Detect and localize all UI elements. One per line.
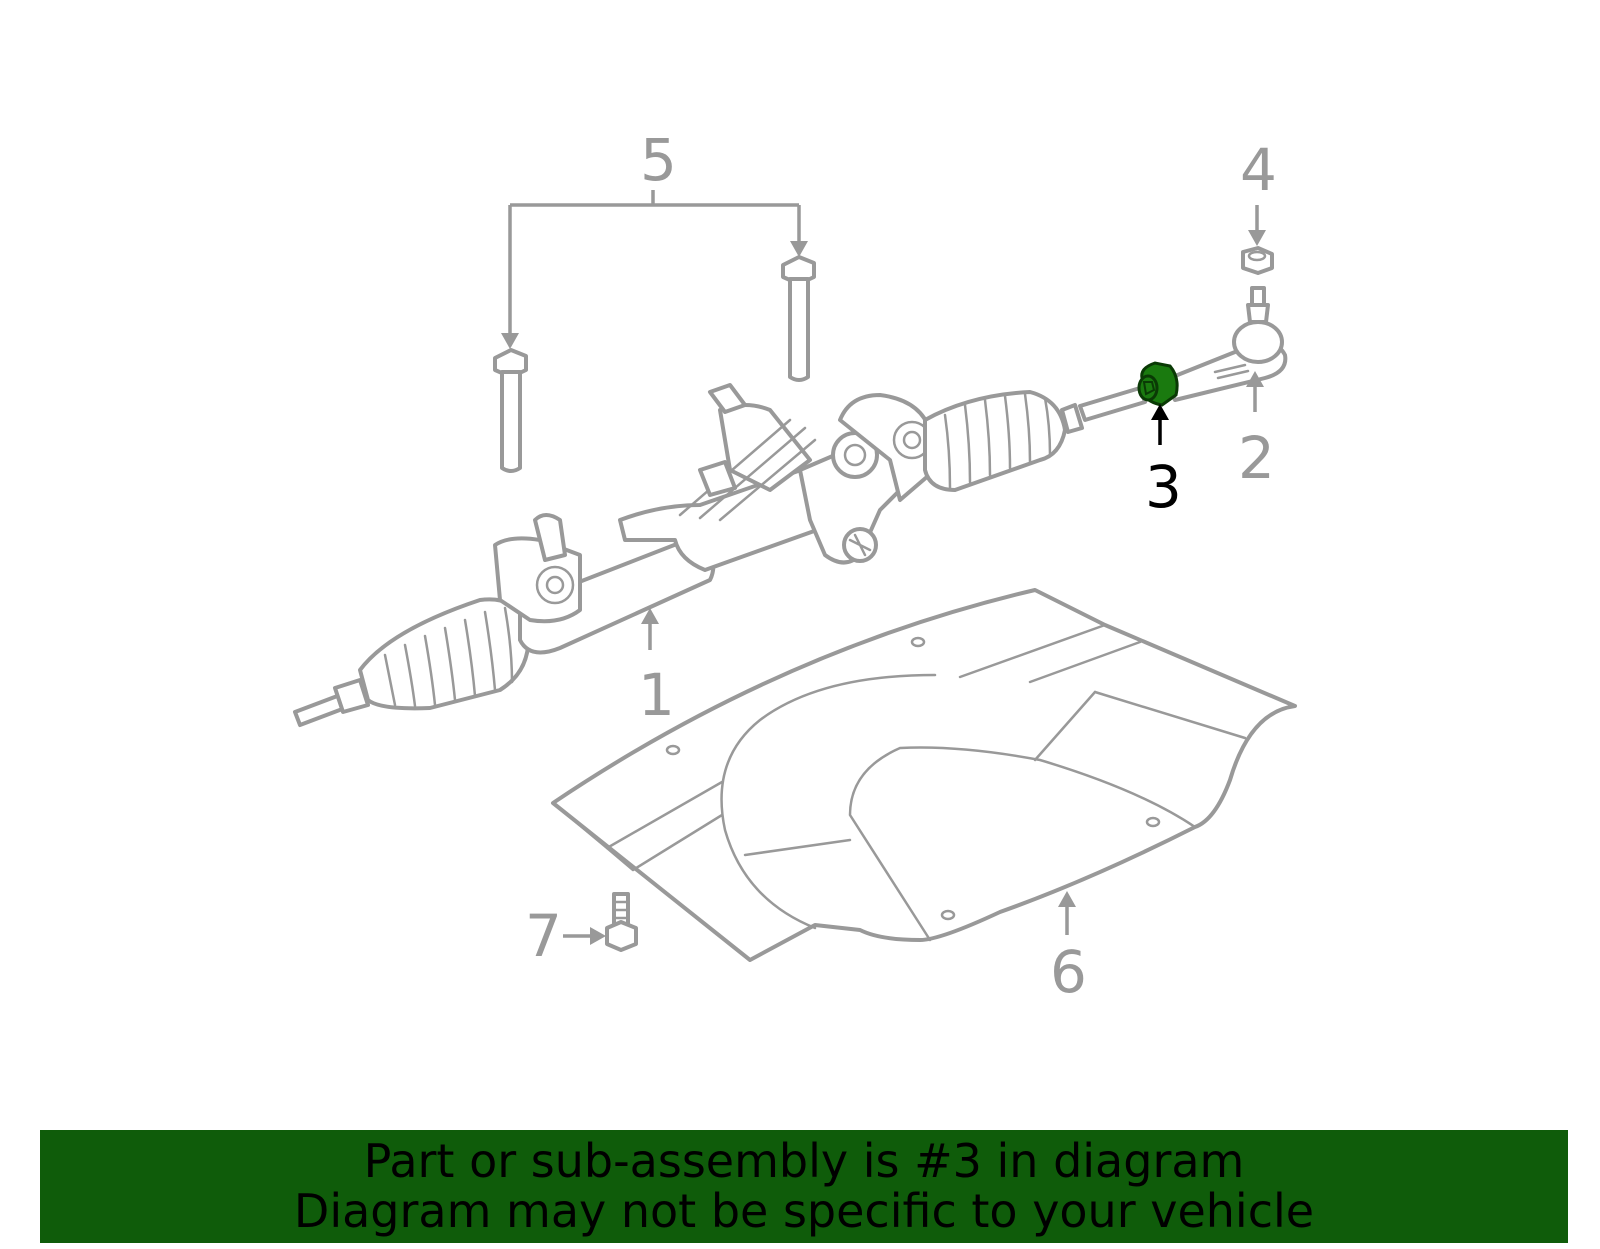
banner-line-part-number: Part or sub-assembly is #3 in diagram [363, 1134, 1245, 1188]
banner-line-disclaimer: Diagram may not be specific to your vehi… [293, 1184, 1315, 1238]
callout-2: 2 [1238, 424, 1275, 492]
callout-6: 6 [1050, 938, 1087, 1006]
tie-rod-end-part[interactable] [1163, 286, 1288, 402]
jam-nut-part-highlighted[interactable] [1137, 361, 1179, 407]
splash-shield-part[interactable] [551, 588, 1297, 962]
callout-3-highlighted: 3 [1145, 453, 1182, 521]
callout-7: 7 [525, 902, 562, 970]
bolt-part-left[interactable] [493, 348, 528, 473]
info-banner: Part or sub-assembly is #3 in diagram Di… [40, 1130, 1568, 1243]
callout-1: 1 [638, 661, 675, 729]
steering-rack-part[interactable] [293, 383, 1147, 727]
nut-part[interactable] [1241, 246, 1274, 275]
callout-4: 4 [1240, 136, 1277, 204]
parts-diagram: 1 2 3 4 5 6 7 [293, 126, 1297, 1006]
leader-lines [501, 190, 1266, 945]
bolt-part-right[interactable] [781, 255, 816, 382]
shield-bolt-part[interactable] [605, 892, 638, 952]
callout-5: 5 [640, 126, 677, 194]
